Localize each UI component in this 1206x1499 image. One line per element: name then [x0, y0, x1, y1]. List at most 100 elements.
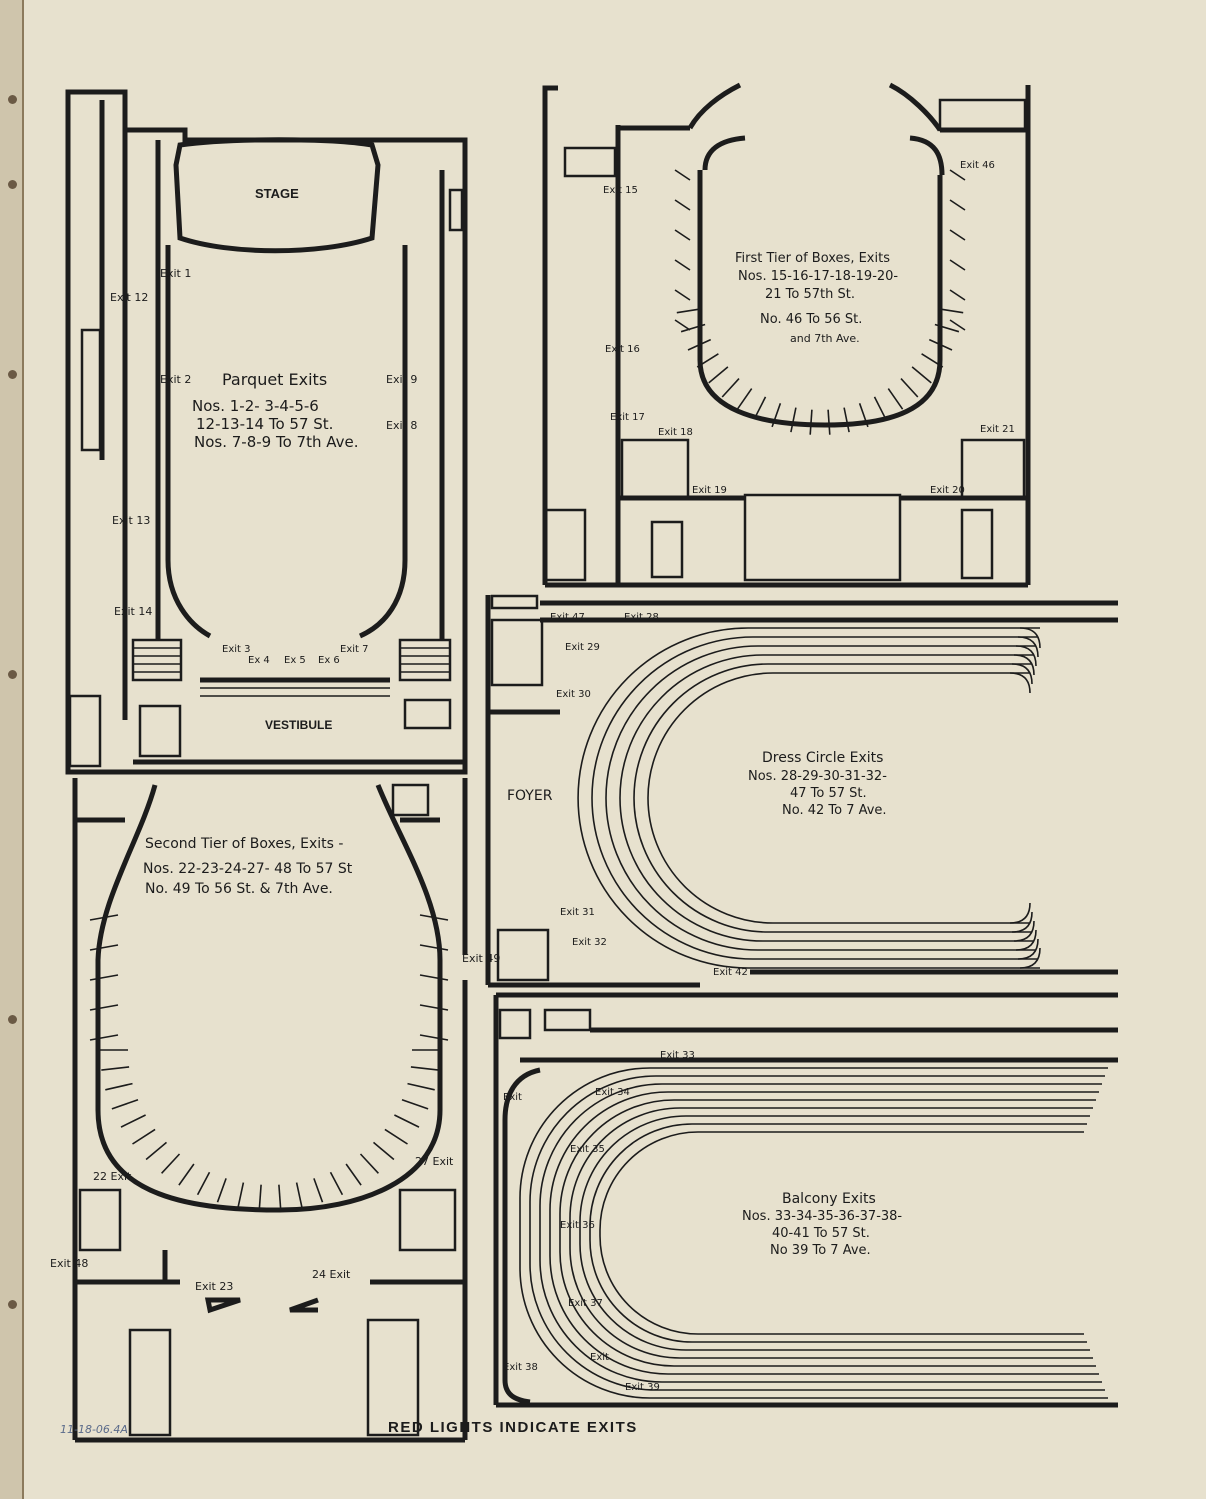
box-partition: [394, 1114, 420, 1128]
first-tier-plan: [542, 82, 1031, 588]
balcony-exit-labels: Exit 33 Exit Exit 34 Exit 35 Exit 36 Exi…: [503, 1050, 695, 1393]
box-partition: [258, 1184, 262, 1210]
box-partition: [674, 259, 691, 271]
dress-circle-line2: Nos. 28-29-30-31-32-: [748, 769, 887, 784]
box-partition: [949, 229, 966, 241]
box-partition: [771, 403, 782, 428]
box-partition: [680, 323, 706, 333]
box-partition: [873, 396, 887, 420]
box-partition: [120, 1114, 146, 1128]
box-partition: [708, 366, 729, 384]
box-partition: [674, 289, 691, 301]
box-partition: [132, 1128, 156, 1145]
box-partition: [674, 229, 691, 241]
box-partition: [911, 366, 932, 384]
second-tier-line2: Nos. 22-23-24-27- 48 To 57 St: [143, 861, 353, 877]
foyer-label: FOYER: [507, 788, 553, 804]
box-partition: [278, 1184, 282, 1210]
seating-row: [619, 654, 1034, 942]
box-partition: [419, 914, 449, 921]
exit-9: Exit 9: [386, 373, 417, 386]
seating-row: [605, 645, 1036, 951]
exit-4: Ex 4: [248, 655, 270, 666]
box-partition: [676, 308, 702, 314]
stage-label: STAGE: [255, 186, 299, 201]
box-partition: [949, 169, 966, 181]
box-partition: [313, 1178, 324, 1203]
exit-21: Exit 21: [980, 424, 1015, 435]
exit-34: Exit 34: [595, 1087, 630, 1098]
seating-row: [1019, 627, 1041, 649]
dress-circle-plan: [485, 594, 1118, 988]
seating-row: [569, 1107, 1093, 1359]
seating-row: [1015, 929, 1037, 951]
box-partition: [753, 396, 767, 420]
box-partition: [843, 407, 850, 433]
box-partition: [900, 378, 919, 398]
seating-row: [1017, 636, 1039, 658]
box-partition: [921, 353, 944, 368]
box-partition: [419, 974, 449, 981]
seating-row: [1011, 663, 1033, 685]
box-partition: [161, 1153, 181, 1174]
seating-row: [549, 1091, 1099, 1375]
binding-edge: [0, 0, 24, 1499]
exit-33: Exit 33: [660, 1050, 695, 1061]
box-partition: [949, 319, 966, 331]
exit-24: 24 Exit: [312, 1268, 351, 1281]
dress-circle-line3: 47 To 57 St.: [790, 786, 867, 801]
box-partition: [111, 1098, 139, 1110]
exit-2: Exit 2: [160, 373, 191, 386]
exit-14: Exit 14: [114, 605, 152, 618]
exit-49: Exit 49: [462, 952, 500, 965]
first-tier-box-ticks: [674, 169, 966, 435]
parquet-plan: [65, 89, 468, 775]
seating-row: [1011, 911, 1033, 933]
exit-28: Exit 28: [624, 612, 659, 623]
box-partition: [410, 1066, 439, 1071]
box-partition: [372, 1141, 395, 1161]
box-partition: [687, 338, 712, 351]
box-partition: [345, 1163, 362, 1186]
box-partition: [89, 914, 119, 921]
box-partition: [949, 289, 966, 301]
box-partition: [89, 974, 119, 981]
box-partition: [949, 259, 966, 271]
box-partition: [736, 388, 753, 410]
exit-6: Ex 6: [318, 655, 340, 666]
balcony-seating-arcs: [519, 1067, 1108, 1399]
box-partition: [329, 1171, 344, 1196]
handwritten-note: 11-18-06.4A: [60, 1423, 128, 1436]
parquet-title: Parquet Exits: [222, 370, 327, 389]
exit-31: Exit 31: [560, 907, 595, 918]
dress-circle-exit-labels: Exit 47 Exit 28 Exit 29 Exit 30 Exit 31 …: [550, 612, 748, 978]
second-tier-plan: [72, 778, 468, 1443]
exit-13: Exit 13: [112, 514, 150, 527]
seating-row: [591, 636, 1038, 960]
second-tier-line3: No. 49 To 56 St. & 7th Ave.: [145, 881, 333, 897]
second-tier-line1: Second Tier of Boxes, Exits -: [145, 836, 343, 852]
seating-row: [539, 1083, 1102, 1383]
dress-circle-line1: Dress Circle Exits: [762, 750, 883, 766]
exit-38: Exit: [590, 1352, 609, 1363]
box-partition: [295, 1182, 303, 1208]
seating-row: [1019, 947, 1041, 969]
exit-42: Exit 42: [713, 967, 748, 978]
box-partition: [674, 169, 691, 181]
seating-row: [1015, 645, 1037, 667]
exit-48: Exit 48: [50, 1257, 88, 1270]
box-partition: [89, 1004, 119, 1011]
balcony-plan: [493, 992, 1118, 1408]
box-partition: [89, 1034, 119, 1041]
first-tier-line5: and 7th Ave.: [790, 332, 860, 345]
seating-row: [579, 1115, 1090, 1351]
exit-7: Exit 7: [340, 644, 368, 655]
exit-8: Exit 8: [386, 419, 417, 432]
first-tier-line1: First Tier of Boxes, Exits: [735, 251, 890, 266]
footer-caption: RED LIGHTS INDICATE EXITS: [388, 1419, 638, 1436]
vestibule-label: VESTIBULE: [265, 718, 332, 732]
seating-row: [647, 672, 1030, 924]
box-partition: [216, 1178, 227, 1203]
first-tier-line3: 21 To 57th St.: [765, 287, 855, 302]
